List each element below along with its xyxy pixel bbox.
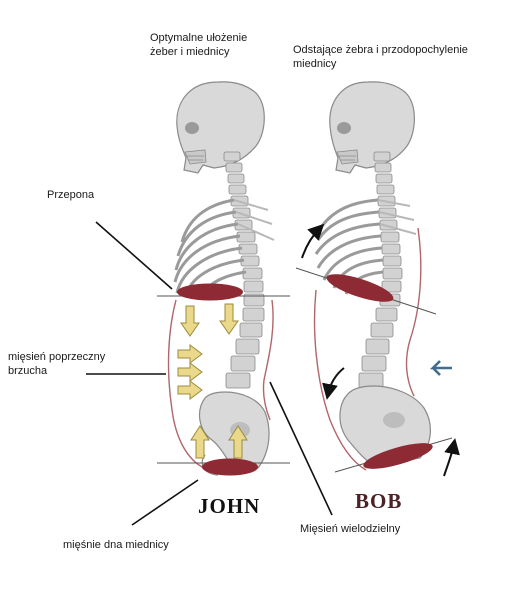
arrow-right-3 <box>178 381 202 399</box>
pelvic-tilt-arrow <box>444 444 454 476</box>
arrow-down-1 <box>181 306 199 336</box>
arrow-right-1 <box>178 345 202 363</box>
left-skull <box>177 82 264 173</box>
left-multifidus-outline <box>263 300 273 420</box>
figure-name-bob: BOB <box>355 489 402 514</box>
left-pelvic-floor <box>202 459 258 476</box>
label-diaphragm: Przepona <box>47 188 94 202</box>
leader-multifidus <box>270 382 332 515</box>
label-multifidus: Mięsień wielodzielny <box>300 522 400 536</box>
right-multifidus-outline <box>407 228 421 396</box>
label-pelvic-floor: mięśnie dna miednicy <box>63 538 169 552</box>
left-spine <box>224 152 264 388</box>
leader-diaphragm <box>96 222 172 289</box>
leader-pelvic-floor <box>132 480 198 525</box>
right-skull <box>330 82 415 173</box>
left-diaphragm <box>177 284 243 301</box>
label-transverse-abdominis: mięsień poprzeczny brzucha <box>8 350 105 378</box>
figure-name-john: JOHN <box>198 494 260 519</box>
left-skeleton <box>169 82 274 475</box>
arrow-right-2 <box>178 363 202 381</box>
lordosis-arrow <box>433 361 452 375</box>
label-flared-ribs: Odstające żebra i przodopochylenie miedn… <box>293 43 468 71</box>
right-spine <box>359 152 402 388</box>
label-optimal-alignment: Optymalne ułożenie żeber i miednicy <box>150 31 247 59</box>
arrow-down-2 <box>220 304 238 334</box>
lumbar-curve-arrow <box>328 368 344 394</box>
